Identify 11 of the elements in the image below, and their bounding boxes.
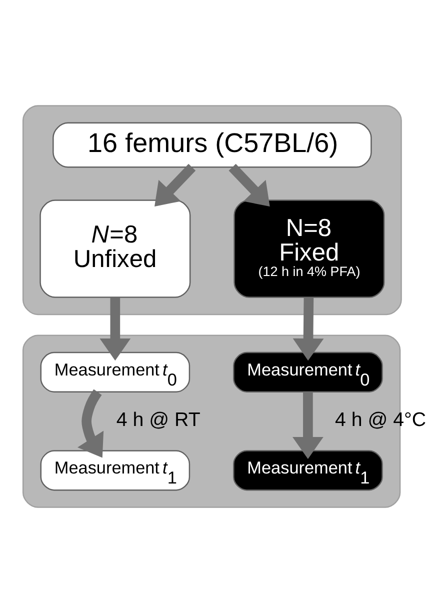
arrow [292,392,324,460]
arrow [154,164,196,206]
edge-label: 4 h @ 4°C [334,408,426,431]
node-box: N=8 Unfixed [40,200,191,298]
arrow [228,164,270,206]
arrow [292,297,324,361]
edge-label: 4 h @ RT [116,408,200,431]
node-box: 16 femurs (C57BL/6) [52,122,372,168]
node-box: N=8 Fixed (12 h in 4% PFA) [234,200,385,298]
cluster [22,105,402,316]
arrow [100,297,131,361]
